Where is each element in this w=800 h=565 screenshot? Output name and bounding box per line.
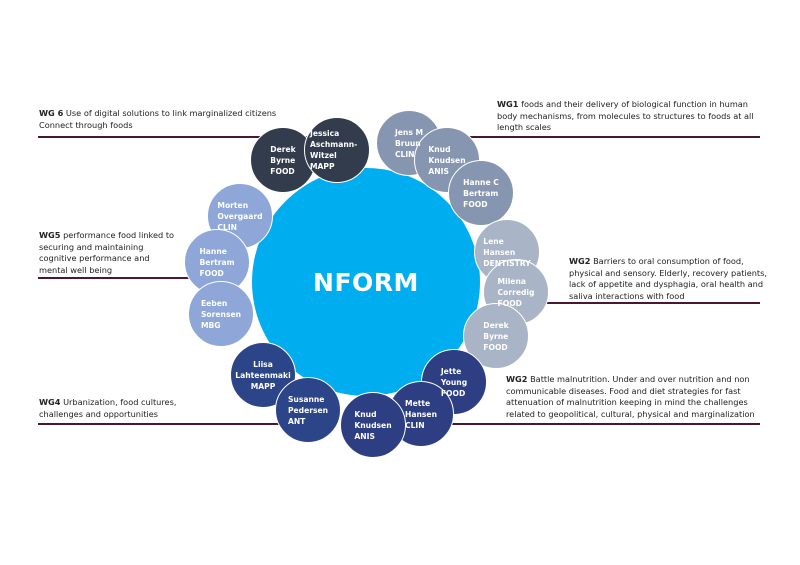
member-dept: CLIN (217, 222, 237, 232)
member-last: Knudsen (428, 155, 466, 165)
member-dept: ANT (287, 416, 306, 426)
member-last: Bertram (199, 257, 235, 267)
member-dept: FOOD (463, 199, 488, 209)
member-first: Susanne (287, 394, 325, 404)
member-last: Aschmann-Witzel (310, 140, 358, 160)
wg4-divider (38, 423, 308, 425)
wg5-divider (38, 277, 228, 279)
wg-id: WG 6 (39, 108, 64, 118)
member-first: Milena (497, 276, 526, 286)
wg-id: WG2 (506, 374, 528, 384)
member-last: Bruun (394, 138, 421, 148)
member-last: Hansen (405, 409, 437, 419)
member-last: Knudsen (354, 420, 392, 430)
member-dept: FOOD (440, 388, 466, 398)
member-first: Jessica (310, 129, 340, 138)
wg2-malnutrition-divider (440, 423, 760, 425)
wg-text-2: Connect through foods (39, 119, 133, 130)
wg-text: Urbanization, food cultures, challenges … (39, 397, 177, 419)
member-first: Eeben (200, 298, 228, 308)
member-dept: MAPP (250, 381, 276, 391)
member-dept: MAPP (310, 162, 335, 171)
wg-id: WG2 (569, 256, 591, 266)
wg-text: Use of digital solutions to link margina… (65, 108, 277, 118)
wg2-malnutrition-description: WG2 Battle malnutrition. Under and over … (506, 374, 771, 420)
wg-text: foods and their delivery of biological f… (497, 99, 754, 132)
wg-text: performance food linked to securing and … (39, 230, 175, 275)
member-first: Liisa (253, 359, 273, 369)
member-dept: FOOD (199, 268, 224, 278)
member-dept: CLIN (405, 420, 425, 430)
member-last: Young (440, 377, 468, 387)
member-first: Mette (405, 398, 431, 408)
wg-id: WG4 (39, 397, 61, 407)
member-first: Hanne C (463, 177, 499, 187)
member-dept: ANIS (428, 166, 449, 176)
wg4-description: WG4 Urbanization, food cultures, challen… (39, 397, 199, 420)
member-last: Lahteenmaki (235, 370, 291, 380)
wg-text: Barriers to oral consumption of food, ph… (569, 256, 767, 301)
member-first: Derek (270, 144, 296, 154)
member-dept: FOOD (483, 342, 508, 352)
member-first: Jens M (394, 127, 424, 137)
wg1-divider (380, 136, 760, 138)
wg-text: Battle malnutrition. Under and over nutr… (506, 374, 755, 419)
member-last: Pedersen (287, 405, 329, 415)
member-last: Bertram (463, 188, 499, 198)
member-first: Lene (483, 236, 504, 246)
wg6-divider (38, 136, 308, 138)
wg2-barriers-description: WG2 Barriers to oral consumption of food… (569, 256, 769, 302)
wg5-description: WG5 performance food linked to securing … (39, 230, 179, 276)
member-dept: CLIN (394, 149, 415, 159)
member-first: Knud (354, 409, 377, 419)
member-last: Byrne (483, 331, 509, 341)
member-last: Hansen (483, 247, 516, 257)
member-dept: MBG (200, 320, 221, 330)
member-last: Sorensen (200, 309, 242, 319)
wg2-barriers-divider (530, 302, 760, 304)
member-last: Byrne (270, 155, 296, 165)
member-dept: FOOD (497, 298, 522, 308)
wg1-description: WG1 foods and their delivery of biologic… (497, 99, 765, 134)
member-dept: DENTISTRY (483, 258, 531, 268)
member-first: Jette (440, 366, 462, 376)
member-last: Overgaard (217, 211, 263, 221)
member-first: Derek (483, 320, 509, 330)
member-dept: FOOD (270, 166, 295, 176)
wg6-description: WG 6 Use of digital solutions to link ma… (39, 108, 299, 131)
wg-id: WG5 (39, 230, 61, 240)
member-first: Morten (217, 200, 249, 210)
wg-id: WG1 (497, 99, 519, 109)
member-first: Knud (428, 144, 451, 154)
member-last: Corredig (497, 287, 535, 297)
center-label: NFORM (313, 267, 419, 297)
member-dept: ANIS (354, 431, 375, 441)
member-first: Hanne (199, 246, 227, 256)
